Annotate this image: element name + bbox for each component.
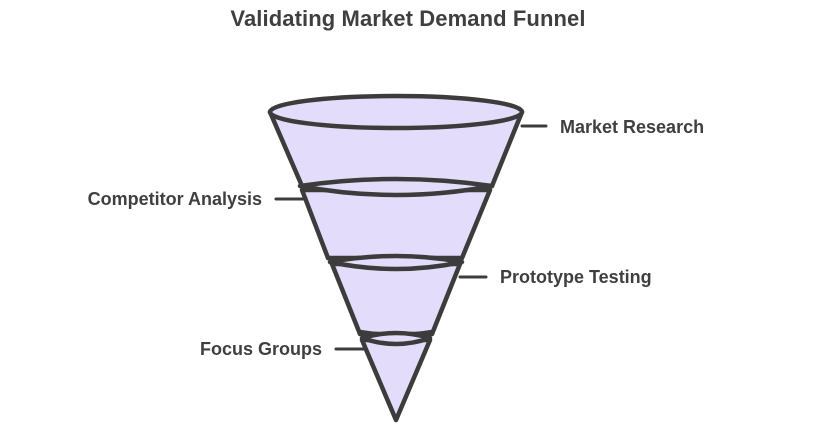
stage-label-prototype-testing: Prototype Testing — [500, 267, 652, 287]
stage-label-competitor-analysis: Competitor Analysis — [87, 189, 262, 209]
diagram-title: Validating Market Demand Funnel — [230, 6, 586, 31]
stage-label-market-research: Market Research — [560, 117, 705, 137]
funnel-stage-focus-groups — [359, 330, 433, 423]
funnel-stage-prototype-testing — [327, 253, 465, 338]
funnel-stage-competitor-analysis — [297, 176, 495, 265]
stage-label-focus-groups: Focus Groups — [199, 339, 322, 359]
